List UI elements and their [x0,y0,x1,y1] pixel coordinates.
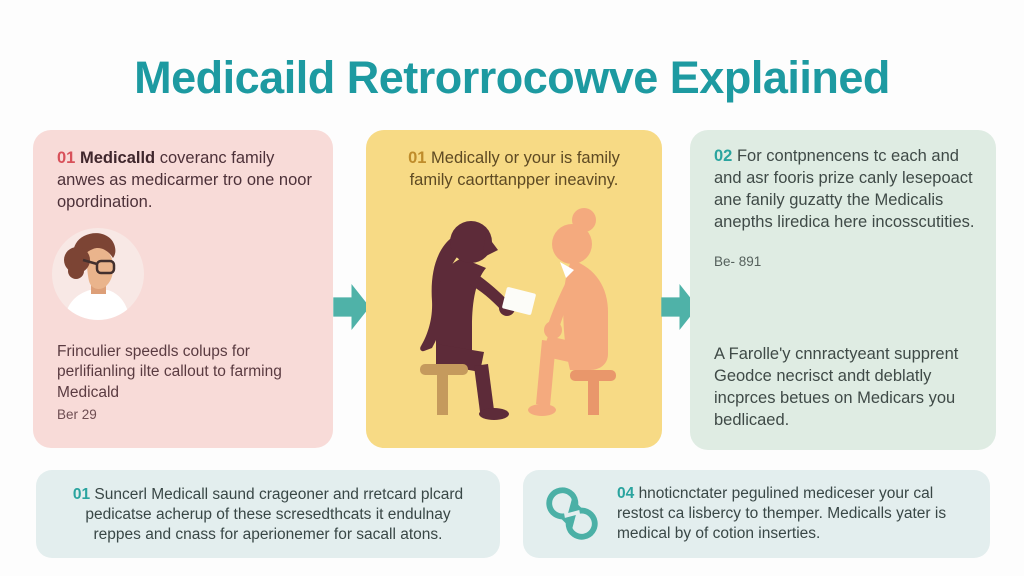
note1-text: 01 Suncerl Medicall saund crageoner and … [64,485,472,545]
step1-footer: Frinculier speedls colups for perlifianl… [57,343,282,401]
note1-body: Suncerl Medicall saund crageoner and rre… [85,486,464,544]
step2-number: 01 [408,149,427,167]
note2-text: 04 hnoticnctater pegulined mediceser you… [617,484,972,544]
step1-lead: Medicalld [79,149,156,167]
right-arrow-icon [661,284,698,330]
step3-panel: 02 For contpnencens tc each and and asr … [690,130,996,450]
step1-body: coveranc family anwes as medicarmer tro … [57,149,312,211]
note2-body: hnoticnctater pegulined mediceser your c… [617,484,947,543]
page-title: Medicaild Retrorrocowve Explaiined [134,52,890,104]
note2-panel: 04 hnoticnctater pegulined mediceser you… [523,470,990,558]
note1-number: 01 [72,486,91,503]
note2-number: 04 [617,484,635,502]
step3-text: 02 For contpnencens tc each and and asr … [714,146,978,234]
step1-footnote: Ber 29 [57,407,97,423]
sync-circular-arrows-icon [546,487,598,540]
step3-body2: A Farolle'y cnnractyeant supprent Geodce… [714,345,959,429]
step2-text: 01 Medically or your is family family ca… [386,148,642,192]
step3-footnote: Be- 891 [714,254,762,269]
right-arrow-icon [333,284,370,330]
step1-panel: 01 Medicalld coveranc family anwes as me… [33,130,333,448]
step2-panel: 01 Medically or your is family family ca… [366,130,662,448]
woman-glasses-avatar-illustration [52,228,144,320]
step2-body: Medically or your is family family caort… [409,149,620,189]
step1-text: 01 Medicalld coveranc family anwes as me… [57,148,313,214]
step1-footer-block: Frinculier speedls colups for perlifianl… [57,342,319,422]
two-people-consultation-illustration [420,208,616,420]
step3-number: 02 [714,147,733,165]
note1-panel: 01 Suncerl Medicall saund crageoner and … [36,470,500,558]
step1-number: 01 [57,149,76,167]
step3-body: For contpnencens tc each and and asr foo… [714,147,975,231]
